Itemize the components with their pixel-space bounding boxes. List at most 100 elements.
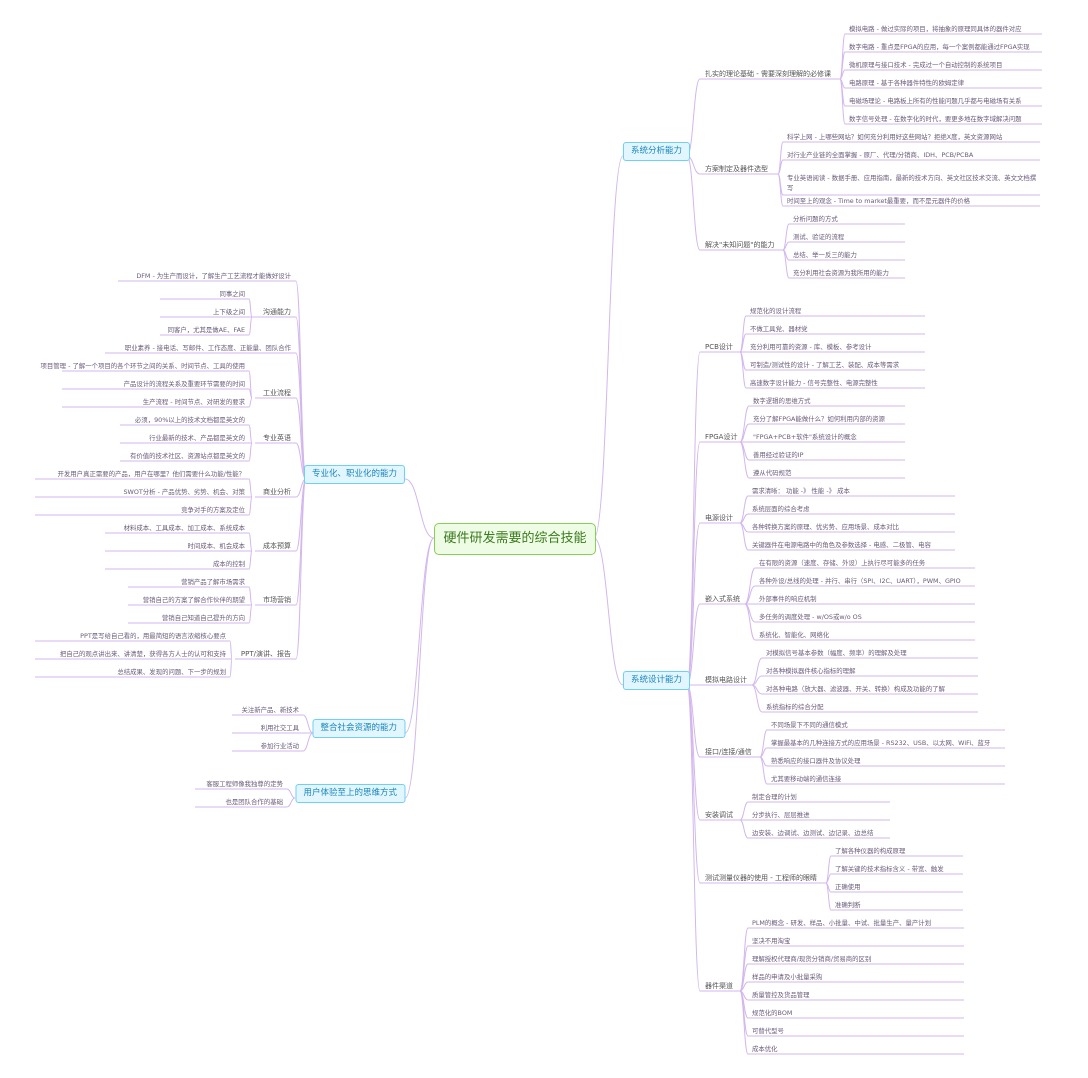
branch-embedded: 嵌入式系统 — [705, 595, 740, 603]
leaf: "FPGA+PCB+软件"系统设计的概念 — [753, 433, 857, 441]
leaf: 项目管理 - 了解一个项目的各个环节之间的关系、时间节点、工具的使用 — [40, 362, 245, 370]
connector-line — [248, 397, 253, 408]
connector-line — [248, 604, 253, 624]
leaf: 高速数字设计能力 - 信号完整性、电源完整性 — [750, 379, 878, 387]
leaf: 不同场景下不同的通信模式 — [771, 721, 848, 729]
leaf: 总结成果、发现的问题、下一步的规划 — [117, 668, 226, 676]
connector-line — [295, 280, 307, 480]
connector-line — [302, 732, 314, 752]
leaf: DFM - 为生产而设计，了解生产工艺流程才能做好设计 — [136, 272, 291, 280]
leaf: 对各种电路（放大器、滤波器、开关、转换）构成及功能的了解 — [766, 685, 945, 693]
connector-line — [739, 801, 749, 821]
topic-professional: 专业化、职业化的能力 — [303, 465, 405, 484]
connector-line — [593, 155, 624, 539]
topic-social-resources: 整合社会资源的能力 — [312, 719, 405, 738]
connector-line — [739, 441, 750, 479]
connector-line — [739, 405, 750, 443]
leaf: 产品设计的流程关系及重要环节需要的时间 — [123, 380, 245, 388]
connector-line — [229, 640, 233, 660]
leaf: 也是团队合作的基础 — [225, 798, 283, 806]
branch-power: 电源设计 — [705, 514, 733, 522]
connector-line — [744, 603, 756, 641]
leaf: 样品的申请及小批量采购 — [752, 973, 823, 981]
leaf: 了解各种仪器的构成原理 — [835, 847, 906, 855]
leaf: 行业最新的技术、产品都是英文的 — [149, 434, 245, 442]
branch-channel: 器件渠道 — [705, 982, 733, 990]
connector-line — [739, 333, 747, 353]
connector-line — [751, 684, 763, 713]
leaf: 营销自己知道自己提升的方向 — [161, 614, 245, 622]
leaf: 电磁场理论 - 电路板上所有的性能问题几乎都与电磁场有关系 — [849, 97, 1022, 105]
leaf: 生产流程 - 时间节点、对研发的要求 — [142, 398, 245, 406]
leaf: 科学上网 - 上哪些网站？如何充分利用好这些网站？拒绝X度，英文资源网站 — [787, 133, 1003, 141]
branch-analog: 模拟电路设计 — [705, 676, 747, 684]
leaf: 专业英语阅读 - 数据手册、应用指南，最新的技术方向、英文社区技术交流、英文文档… — [787, 174, 1037, 192]
leaf: 可替代型号 — [752, 1027, 784, 1035]
connector-line — [686, 684, 701, 992]
branch-marketing: 市场营销 — [263, 596, 291, 604]
branch-pcb: PCB设计 — [705, 343, 733, 351]
branch-process: 工业流程 — [263, 389, 291, 397]
leaf: 充分利用可靠的资源 - 库、模板、参考设计 — [750, 343, 872, 351]
branch-budget: 成本预算 — [263, 542, 291, 550]
leaf: 充分了解FPGA能做什么？如何利用内部的资源 — [753, 415, 885, 423]
connector-line — [739, 522, 749, 551]
leaf: 利用社交工具 — [260, 724, 299, 732]
leaf: 系统化、智能化、网络化 — [759, 631, 830, 639]
connector-line — [744, 567, 756, 605]
leaf: 分析问题的方式 — [793, 215, 838, 223]
connector-line — [686, 155, 701, 251]
connector-line — [248, 496, 253, 516]
connector-line — [229, 658, 233, 678]
connector-line — [248, 550, 253, 570]
leaf: 在有限的资源（速度、存储、外设）上执行尽可能多的任务 — [759, 559, 926, 567]
leaf: 关注新产品、新技术 — [241, 706, 299, 714]
branch-instrument: 测试测量仪器的使用 - 工程师的眼睛 — [705, 874, 817, 882]
leaf: 掌握最基本的几种连接方式的应用场景 - RS232、USB、以太网、WiFi、蓝… — [771, 739, 991, 747]
leaf: 各种外设/总线的处理 - 并行、串行（SPI、I2C、UART），PWM、GPI… — [759, 577, 961, 585]
leaf: 时间成本、机会成本 — [187, 542, 245, 550]
connector-line — [739, 423, 750, 443]
leaf: 准确判断 — [835, 901, 861, 909]
connector-line — [404, 537, 435, 799]
leaf: 正确使用 — [835, 883, 861, 891]
branch-fpga: FPGA设计 — [705, 433, 738, 441]
connector-line — [248, 532, 253, 552]
connector-line — [839, 33, 846, 80]
branch-communication: 沟通能力 — [263, 308, 291, 316]
leaf: 开发用户真正需要的产品，用户在哪里？他们需要什么功能/性能？ — [57, 470, 245, 478]
leaf: 理解授权代理商/现货分销商/贸易商的区别 — [752, 955, 872, 963]
connector-line — [744, 585, 756, 605]
leaf: 了解关键的技术指标含义 - 带宽、触发 — [835, 865, 944, 873]
connector-line — [248, 316, 253, 336]
leaf: 营销自己的方案了解合作伙伴的期望 — [142, 596, 245, 604]
connector-line — [248, 442, 253, 462]
connector-line — [739, 927, 749, 992]
leaf: SWOT分析 - 产品优势、劣势、机会、对策 — [123, 488, 245, 496]
connector-line — [739, 990, 749, 1055]
branch-business: 商业分析 — [263, 488, 291, 496]
leaf: 客服工程师像我独尊的定势 — [206, 780, 283, 788]
leaf: 成本的控制 — [213, 560, 245, 568]
leaf: 规范化的BOM — [752, 1009, 793, 1017]
topic-system-analysis: 系统分析能力 — [623, 142, 691, 161]
leaf: 边安装、边调试、边测试、边记录、边总结 — [752, 829, 874, 837]
leaf: 模拟电路 - 做过实际的项目，将抽象的原理同具体的器件对应 — [849, 25, 1022, 33]
leaf: 系统层面的综合考虑 — [752, 505, 810, 513]
connector-line — [248, 478, 253, 498]
leaf: 必须，90%以上的技术文档都是英文的 — [134, 416, 245, 424]
leaf: 有价值的技术社区、资源站点都是英文的 — [129, 452, 245, 460]
connector-line — [286, 797, 296, 808]
branch-interface: 接口/连接/通信 — [705, 748, 752, 756]
leaf: 对模拟信号基本参数（幅度、频率）的理解及处理 — [766, 649, 907, 657]
connector-line — [248, 424, 253, 444]
leaf: 上下级之间 — [213, 308, 245, 316]
leaf: 坚决不用淘宝 — [752, 937, 791, 945]
leaf: 把自己的观点讲出来、讲清楚，获得各方人士的认可和支持 — [59, 650, 226, 658]
leaf: 制定合理的计划 — [752, 793, 797, 801]
connector-line — [248, 586, 253, 606]
leaf: 成本优化 — [752, 1045, 778, 1053]
leaf: 充分利用社会资源为我所用的能力 — [793, 269, 889, 277]
connector-line — [839, 78, 846, 125]
connector-line — [739, 819, 749, 839]
